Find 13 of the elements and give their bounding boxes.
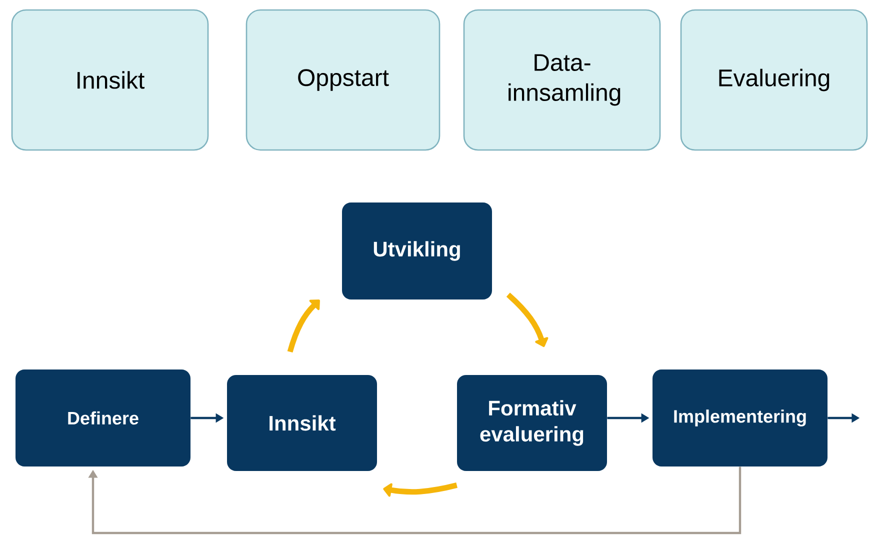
feedback-arrow xyxy=(88,466,742,534)
stage-box: Evaluering xyxy=(680,9,868,151)
process-box: Utvikling xyxy=(342,202,492,300)
process-box: Implementering xyxy=(652,370,828,466)
stage-box: Innsikt xyxy=(11,9,209,151)
process-box: Definere xyxy=(16,370,190,466)
cycle-arrow xyxy=(506,292,548,348)
cycle-arrow xyxy=(383,482,458,497)
process-box: Innsikt xyxy=(227,375,377,471)
stage-box: Data-innsamling xyxy=(463,9,661,151)
process-box: Formativ evaluering xyxy=(457,375,607,471)
cycle-arrow xyxy=(287,299,320,353)
stage-box: Oppstart xyxy=(246,9,440,151)
